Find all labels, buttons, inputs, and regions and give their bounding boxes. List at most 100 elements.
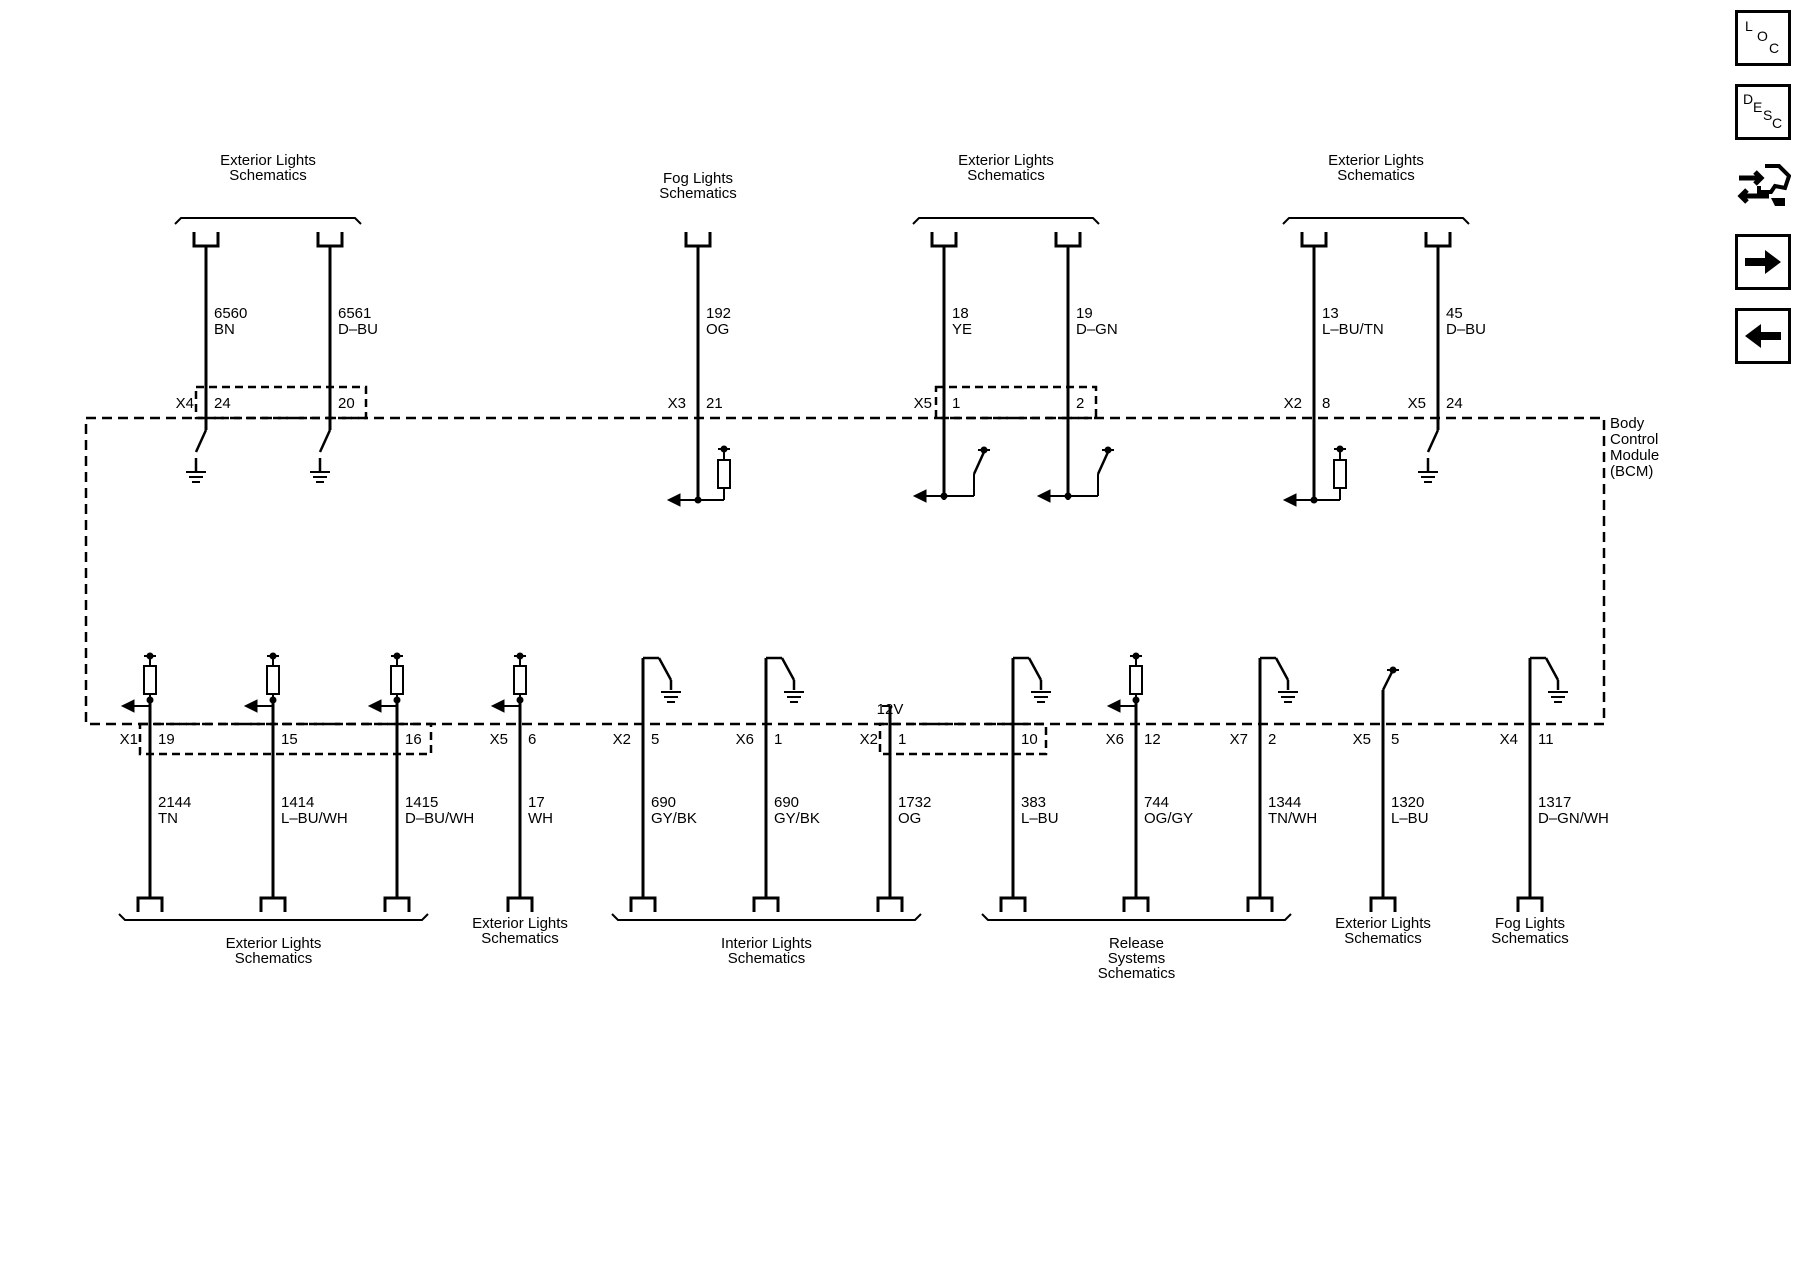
bcm-name-line: (BCM) (1610, 463, 1653, 480)
pin-number: 2 (1268, 731, 1276, 748)
pin-number: 1 (898, 731, 906, 748)
wire-color: GY/BK (774, 810, 820, 827)
wire-color: L–BU/WH (281, 810, 348, 827)
switch-contact (194, 429, 208, 453)
arrow-left-icon (1745, 324, 1781, 348)
switch-contact (1027, 657, 1043, 681)
description-button[interactable]: D E S C (1735, 84, 1791, 140)
circuit-number: 1320 (1391, 794, 1424, 811)
junction-dot (1389, 666, 1397, 674)
pin-number: 10 (1021, 731, 1038, 748)
junction-dot (516, 652, 524, 660)
wire-color: D–BU (1446, 321, 1486, 338)
pin-number: 19 (158, 731, 175, 748)
next-page-button[interactable] (1735, 234, 1791, 290)
bottom-destination-label: Systems (1108, 950, 1166, 967)
switch-contact (318, 429, 332, 453)
top-destination-label: Schematics (229, 167, 307, 184)
wire-color: L–BU/TN (1322, 321, 1384, 338)
resistor-symbol (1129, 665, 1143, 695)
pin-number: 8 (1322, 395, 1330, 412)
connector-id: X5 (914, 395, 932, 412)
pin-number: 5 (651, 731, 659, 748)
circuit-number: 45 (1446, 305, 1463, 322)
pin-number: 1 (774, 731, 782, 748)
bottom-destination-label: Schematics (481, 930, 559, 947)
pin-number: 5 (1391, 731, 1399, 748)
connector-end-symbol (259, 896, 287, 912)
connector-end-symbol (684, 232, 712, 248)
x5-connector-group (934, 385, 1098, 420)
loc-letter: C (1769, 40, 1780, 56)
desc-letter: C (1772, 115, 1783, 131)
circuit-number: 13 (1322, 305, 1339, 322)
wire-color: D–BU (338, 321, 378, 338)
junction-dot (980, 446, 988, 454)
wire-color: WH (528, 810, 553, 827)
connector-end-symbol (930, 232, 958, 248)
connector-end-symbol (1122, 896, 1150, 912)
junction-dot (720, 445, 728, 453)
circuit-number: 6561 (338, 305, 371, 322)
pin-number: 24 (1446, 395, 1463, 412)
connector-end-symbol (1369, 896, 1397, 912)
bottom-destination-label: Release (1109, 935, 1164, 952)
locator-button[interactable]: L O C (1735, 10, 1791, 66)
x1-connector-group (138, 722, 433, 756)
connector-end-symbol (1054, 232, 1082, 248)
top-destination-brace (174, 217, 362, 225)
desc-letter: S (1763, 107, 1773, 123)
top-destination-label: Schematics (659, 185, 737, 202)
wire-color: YE (952, 321, 972, 338)
top-destination-label: Exterior Lights (1328, 152, 1424, 169)
junction-dot (393, 652, 401, 660)
top-destination-label: Exterior Lights (958, 152, 1054, 169)
circuit-number: 690 (774, 794, 799, 811)
connector-id: X5 (490, 731, 508, 748)
previous-page-button[interactable] (1735, 308, 1791, 364)
circuit-number: 1732 (898, 794, 931, 811)
pin-number: 16 (405, 731, 422, 748)
bottom-destination-label: Exterior Lights (1335, 915, 1431, 932)
bottom-destination-label: Fog Lights (1495, 915, 1565, 932)
circuit-number: 6560 (214, 305, 247, 322)
circuit-number: 192 (706, 305, 731, 322)
pin-number: 21 (706, 395, 723, 412)
top-destination-label: Fog Lights (663, 170, 733, 187)
junction-dot (1132, 652, 1140, 660)
connector-end-symbol (999, 896, 1027, 912)
connector-id: X5 (1353, 731, 1371, 748)
switch-contact (1096, 451, 1110, 475)
wire-color: L–BU (1391, 810, 1429, 827)
connector-id: X4 (176, 395, 194, 412)
top-circuit: 19D–GN2 (1036, 232, 1118, 503)
bottom-destination-label: Schematics (728, 950, 806, 967)
desc-letter: D (1743, 91, 1754, 107)
resistor-symbol (717, 459, 731, 489)
circuit-number: 18 (952, 305, 969, 322)
signal-arrow (120, 699, 135, 713)
circuit-number: 1414 (281, 794, 314, 811)
connector-end-view-button[interactable] (1735, 158, 1791, 214)
bottom-destination-label: Schematics (1344, 930, 1422, 947)
connector-id: X4 (1500, 731, 1518, 748)
top-destination-label: Schematics (967, 167, 1045, 184)
resistor-symbol (390, 665, 404, 695)
connector-id: X3 (668, 395, 686, 412)
pin-number: 24 (214, 395, 231, 412)
